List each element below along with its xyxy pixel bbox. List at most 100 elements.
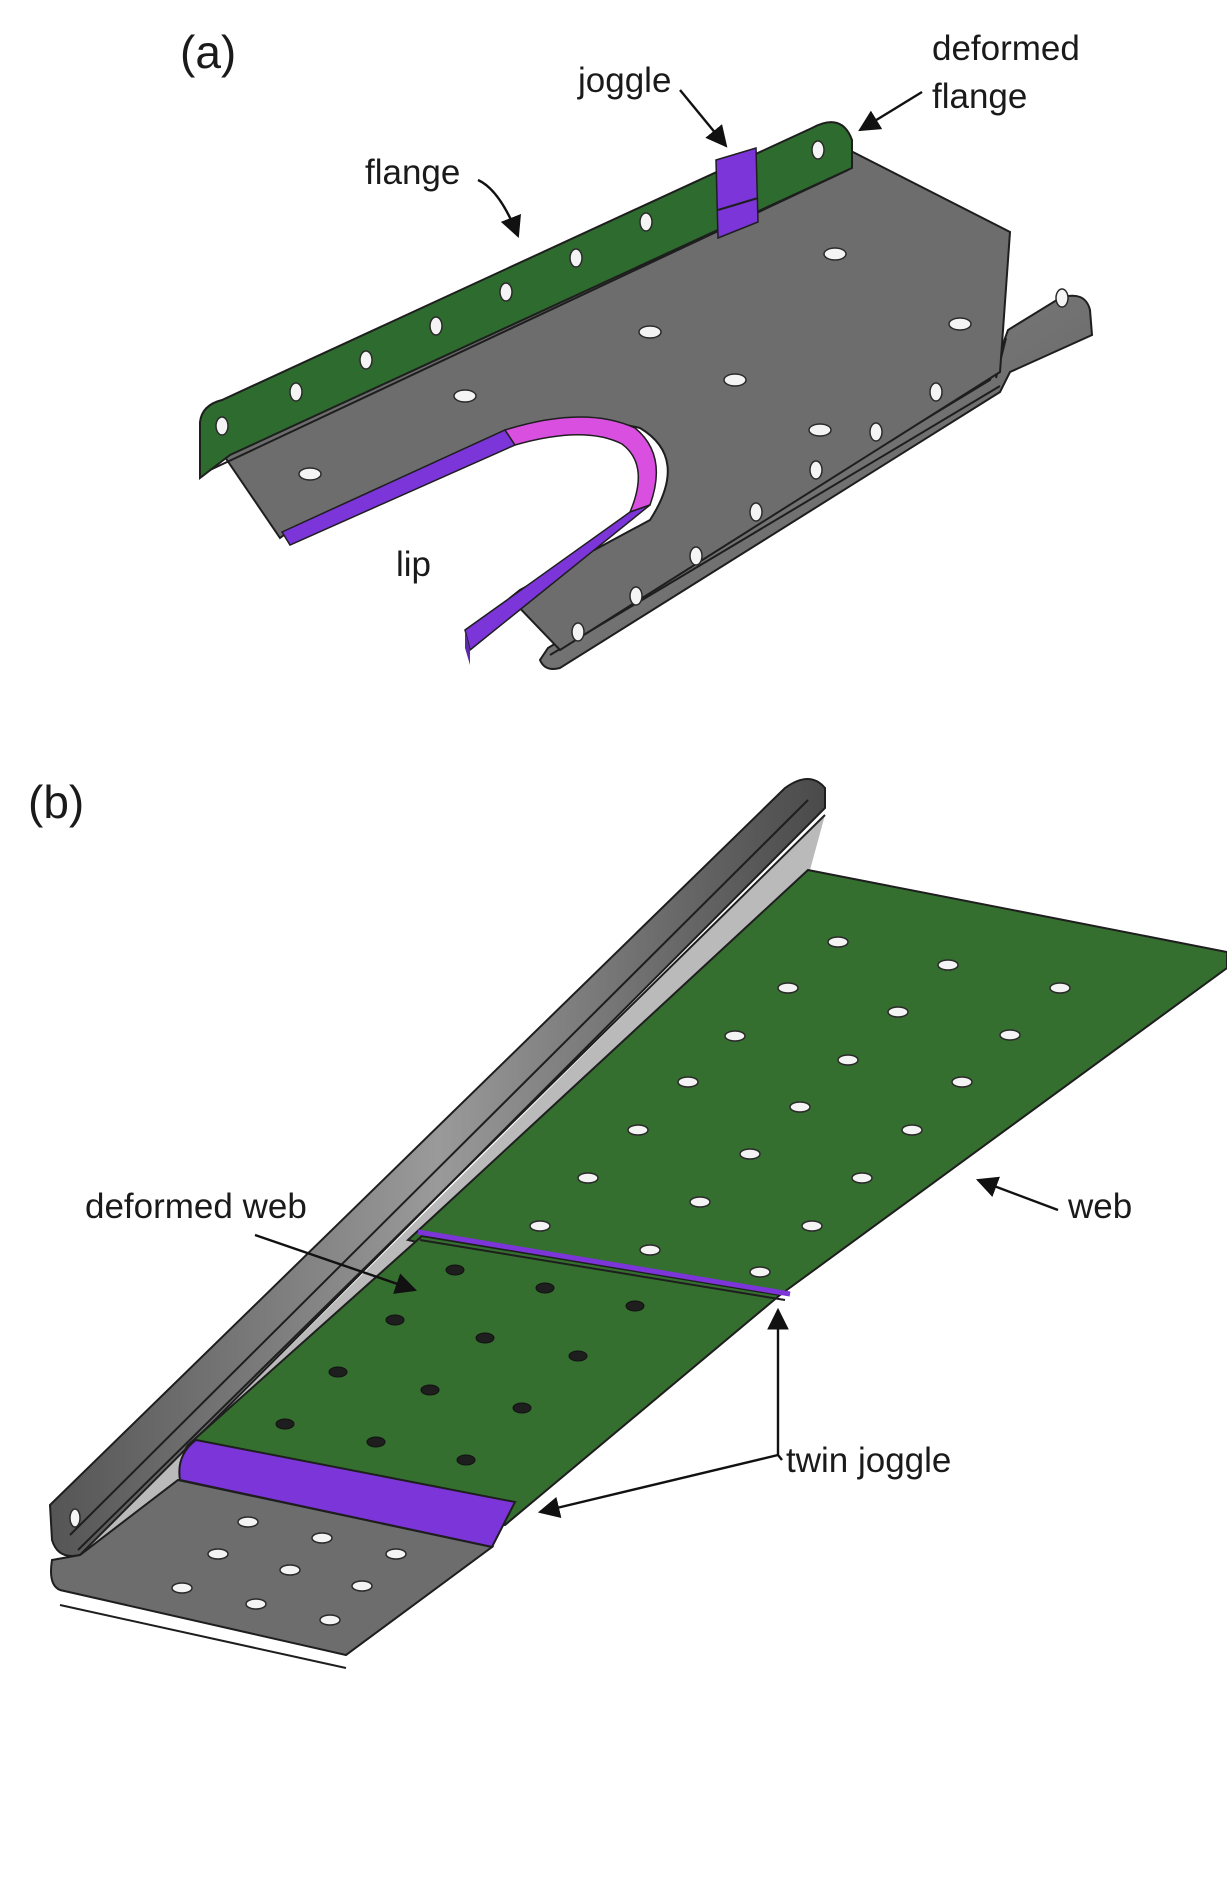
hole <box>298 467 322 481</box>
hole <box>289 382 303 402</box>
hole <box>351 1580 373 1592</box>
hole <box>887 1006 909 1018</box>
deformed-flange-label-line2: flange <box>932 77 1027 116</box>
deformed-web-arrow <box>254 1233 418 1294</box>
hole <box>1049 982 1071 994</box>
hole <box>801 1220 823 1232</box>
hole <box>629 586 643 606</box>
hole <box>245 1598 267 1610</box>
hole <box>948 317 972 331</box>
hole <box>638 325 662 339</box>
hole <box>837 1054 859 1066</box>
hole <box>171 1582 193 1594</box>
hole <box>808 423 832 437</box>
panel-a: (a) <box>180 26 1094 670</box>
hole <box>951 1076 973 1088</box>
panel-b-label: (b) <box>28 776 84 828</box>
hole <box>535 1282 555 1294</box>
hole <box>275 1418 295 1430</box>
joggle-strip-a <box>715 147 759 240</box>
hole <box>328 1366 348 1378</box>
deformed-web-label: deformed web <box>85 1187 307 1226</box>
end-plate-holes <box>171 1516 407 1626</box>
hole <box>627 1124 649 1136</box>
hole <box>475 1332 495 1344</box>
hole <box>811 140 825 160</box>
twin-joggle-arrow-left <box>537 1453 779 1518</box>
hole <box>777 982 799 994</box>
end-plate-edge <box>59 1604 347 1669</box>
web-holes-b <box>529 936 1071 1278</box>
hole <box>429 316 443 336</box>
hole <box>453 389 477 403</box>
hole <box>937 959 959 971</box>
joggle-label: joggle <box>577 61 671 100</box>
hole <box>723 373 747 387</box>
hole <box>445 1264 465 1276</box>
hole <box>625 1300 645 1312</box>
hole <box>901 1124 923 1136</box>
twin-joggle-arrow-up <box>767 1307 789 1461</box>
hole <box>456 1454 476 1466</box>
hole <box>929 382 943 402</box>
hole <box>237 1516 259 1528</box>
web-label: web <box>1067 1187 1132 1226</box>
hole <box>420 1384 440 1396</box>
deformed-web-holes <box>275 1264 645 1466</box>
twin-joggle-label: twin joggle <box>786 1441 951 1480</box>
hole <box>689 546 703 566</box>
right-flange-holes <box>571 288 1069 642</box>
hole <box>577 1172 599 1184</box>
hole <box>677 1076 699 1088</box>
hole <box>207 1548 229 1560</box>
end-plate-b <box>50 1478 495 1657</box>
flange-arrow <box>477 178 521 239</box>
lip-right-face <box>465 630 470 665</box>
hole <box>999 1029 1021 1041</box>
hole <box>749 502 763 522</box>
hole <box>319 1614 341 1626</box>
deformed-flange-label-line1: deformed <box>932 29 1080 68</box>
hole <box>639 1244 661 1256</box>
rail-inner-edge <box>69 799 809 1536</box>
panel-a-label: (a) <box>180 26 236 78</box>
hole <box>869 422 883 442</box>
hole <box>311 1532 333 1544</box>
hole <box>739 1148 761 1160</box>
hole <box>359 350 373 370</box>
hole <box>689 1196 711 1208</box>
hole <box>1055 288 1069 308</box>
hole <box>279 1564 301 1576</box>
hole <box>529 1220 551 1232</box>
hole <box>215 416 229 436</box>
joggle-arrow <box>679 89 728 148</box>
rail-lower-edge <box>77 814 826 1551</box>
hole <box>569 248 583 268</box>
joggle-line-b <box>417 1229 791 1297</box>
flange-label: flange <box>365 153 460 192</box>
hole <box>366 1436 386 1448</box>
rail-end-hole <box>69 1508 81 1528</box>
hole <box>827 936 849 948</box>
panel-b: (b) <box>28 776 1227 1669</box>
web-arrow <box>975 1176 1059 1212</box>
lip-curve <box>503 416 657 514</box>
lip-label: lip <box>396 545 431 584</box>
hole <box>639 212 653 232</box>
hole <box>499 282 513 302</box>
hole <box>823 247 847 261</box>
hole <box>385 1548 407 1560</box>
hole <box>789 1101 811 1113</box>
hole <box>851 1172 873 1184</box>
hole <box>512 1402 532 1414</box>
hole <box>568 1350 588 1362</box>
hole <box>809 460 823 480</box>
hole <box>385 1314 405 1326</box>
hole <box>749 1266 771 1278</box>
flange-green <box>199 121 853 481</box>
right-flange-bend <box>549 385 1001 656</box>
hole <box>571 622 585 642</box>
web-holes-a <box>298 247 972 481</box>
deformed-flange-arrow <box>858 90 923 132</box>
